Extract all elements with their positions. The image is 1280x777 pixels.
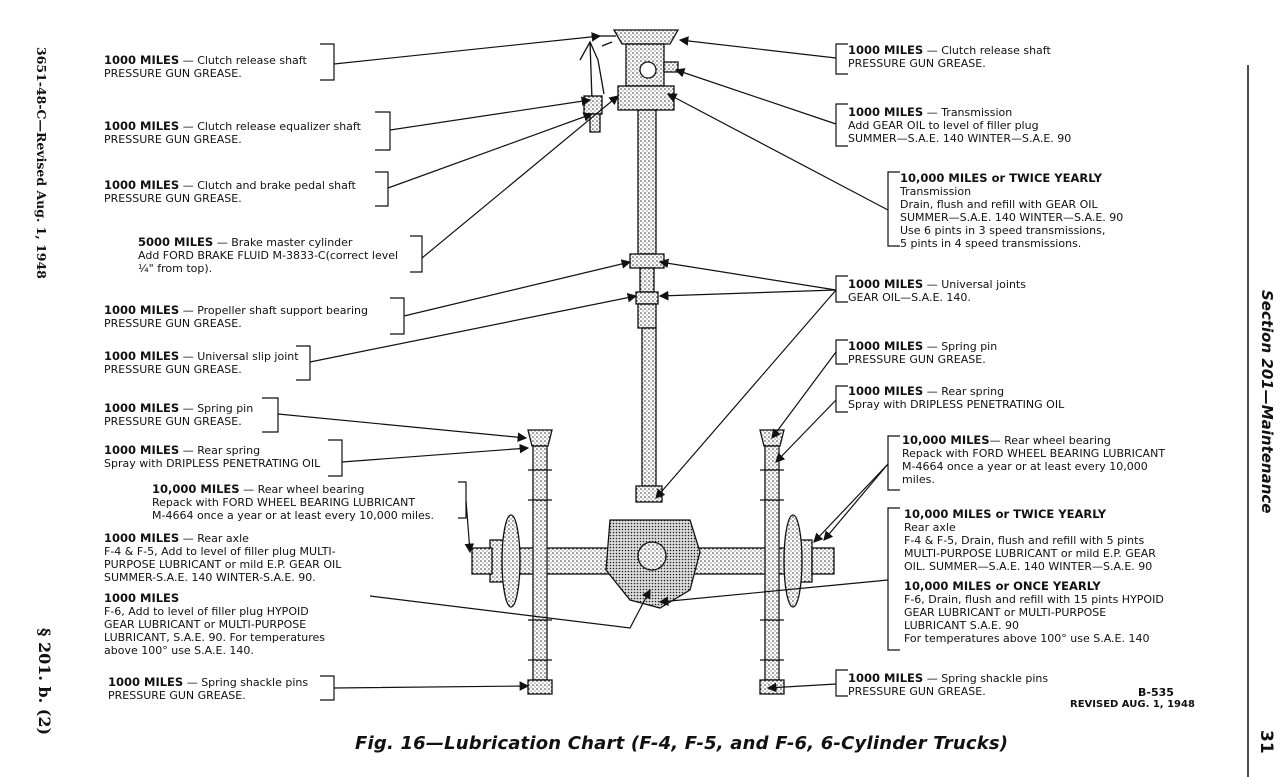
label-clutch-brake-pedal-shaft: 1000 MILES — Clutch and brake pedal shaf…	[104, 178, 356, 206]
label-universal-joints: 1000 MILES — Universal joints GEAR OIL—S…	[848, 277, 1026, 305]
label-clutch-release-equalizer-shaft: 1000 MILES — Clutch release equalizer sh…	[104, 119, 361, 147]
label-spring-pin-left: 1000 MILES — Spring pin PRESSURE GUN GRE…	[104, 401, 254, 429]
label-universal-slip-joint: 1000 MILES — Universal slip joint PRESSU…	[104, 349, 299, 377]
rear-axle	[471, 514, 835, 609]
label-rear-spring-right: 1000 MILES — Rear spring Spray with DRIP…	[848, 384, 1065, 412]
label-rear-wheel-bearing-left: 10,000 MILES — Rear wheel bearing Repack…	[152, 482, 435, 523]
label-rear-wheel-bearing-right: 10,000 MILES— Rear wheel bearing Repack …	[902, 433, 1166, 487]
label-spring-shackle-pins-left: 1000 MILES — Spring shackle pins PRESSUR…	[108, 675, 309, 703]
label-brake-master-cylinder: 5000 MILES — Brake master cylinder Add F…	[138, 235, 399, 276]
label-transmission-drain: 10,000 MILES or TWICE YEARLY Transmissio…	[900, 171, 1124, 251]
figure-code: B-535	[1138, 686, 1174, 699]
right-leader-lines	[656, 40, 900, 696]
figure-revised-date: REVISED AUG. 1, 1948	[1070, 699, 1195, 710]
label-spring-shackle-pins-right: 1000 MILES — Spring shackle pins PRESSUR…	[848, 671, 1049, 699]
left-leader-lines	[262, 36, 651, 701]
figure-caption: Fig. 16—Lubrication Chart (F-4, F-5, and…	[355, 733, 1009, 754]
label-rear-axle-f4-f5: 1000 MILES — Rear axle F-4 & F-5, Add to…	[104, 531, 342, 585]
clutch-pedal-linkage	[579, 40, 613, 133]
label-clutch-release-shaft-left: 1000 MILES — Clutch release shaft PRESSU…	[104, 53, 307, 81]
label-spring-pin-right: 1000 MILES — Spring pin PRESSURE GUN GRE…	[848, 339, 998, 367]
label-rear-spring-left: 1000 MILES — Rear spring Spray with DRIP…	[104, 443, 321, 471]
propeller-shaft	[629, 109, 665, 503]
label-transmission: 1000 MILES — Transmission Add GEAR OIL t…	[848, 105, 1072, 146]
label-rear-axle-drain-f6: 10,000 MILES or ONCE YEARLY F-6, Drain, …	[904, 579, 1164, 646]
label-rear-axle-f6: 1000 MILES F-6, Add to level of filler p…	[104, 591, 326, 658]
label-propeller-shaft-support-bearing: 1000 MILES — Propeller shaft support bea…	[104, 303, 368, 331]
label-rear-axle-drain-f4-f5: 10,000 MILES or TWICE YEARLY Rear axle F…	[904, 507, 1156, 574]
label-clutch-release-shaft-right: 1000 MILES — Clutch release shaft PRESSU…	[848, 43, 1051, 71]
